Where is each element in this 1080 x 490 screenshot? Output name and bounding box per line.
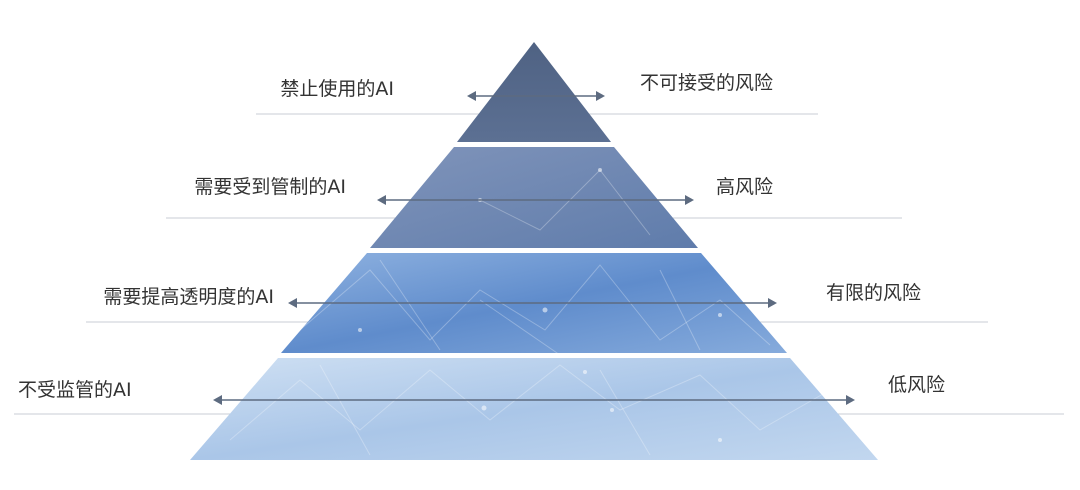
tier-1-left-label: 禁止使用的AI [280,78,394,100]
arrow-head-right-1 [596,91,605,101]
tier-2-left-label: 需要受到管制的AI [194,176,346,198]
tier-3-right-label: 有限的风险 [826,282,922,304]
tier-arrows [213,91,855,405]
arrow-head-right-4 [846,395,855,405]
arrow-head-right-2 [685,195,694,205]
mesh-dots [358,168,722,442]
arrow-head-left-3 [288,298,297,308]
pyramid-tier-2 [370,147,698,248]
pyramid-tier-1 [457,42,611,142]
mesh-texture [229,169,831,456]
arrow-head-left-1 [467,91,476,101]
tier-2-right-label: 高风险 [716,176,774,198]
tier-3-left-label: 需要提高透明度的AI [103,286,274,308]
tier-1-right-label: 不可接受的风险 [640,72,774,94]
arrow-head-left-2 [377,195,386,205]
tier-4-left-label: 不受监管的AI [18,379,132,401]
arrow-head-left-4 [213,395,222,405]
pyramid-tier-4 [190,358,878,460]
tier-4-right-label: 低风险 [888,374,946,396]
arrow-head-right-3 [768,298,777,308]
